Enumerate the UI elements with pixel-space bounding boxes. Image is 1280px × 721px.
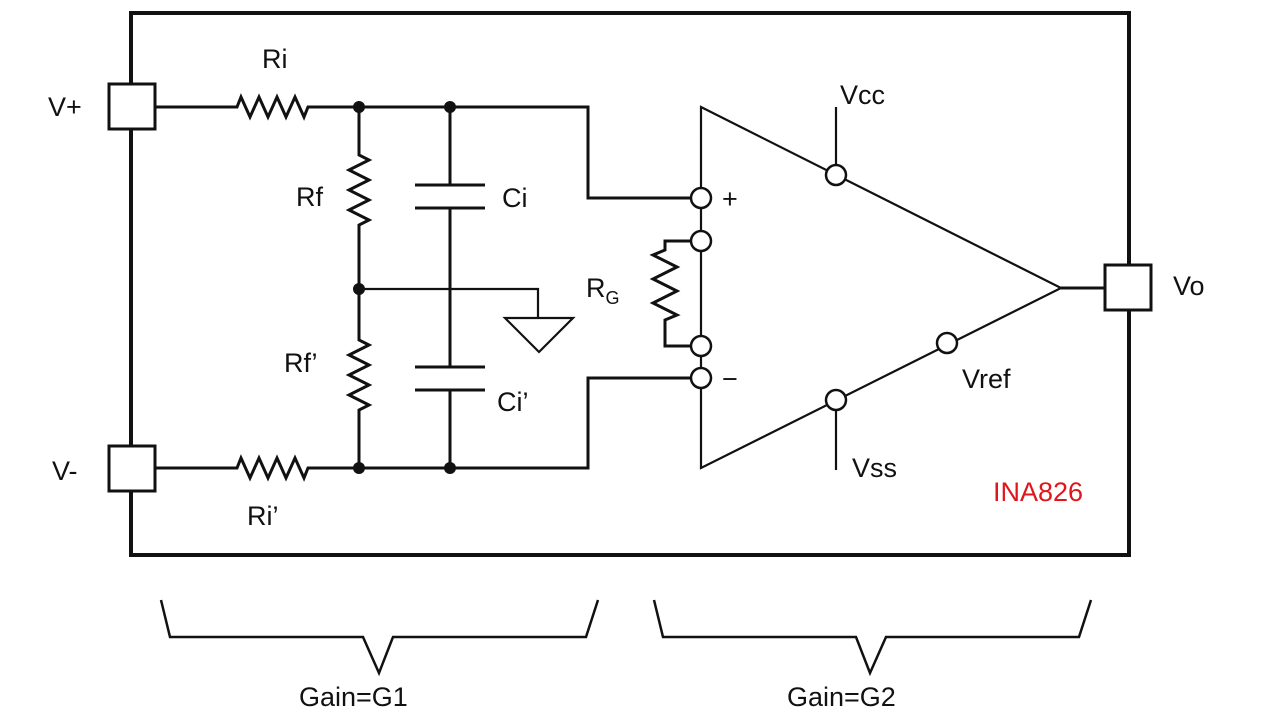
v-minus-label: V- (52, 456, 78, 486)
plus-sign: + (722, 184, 738, 214)
vref-label: Vref (962, 364, 1011, 394)
v-out-pin[interactable] (1103, 263, 1153, 312)
junction-node (444, 462, 456, 474)
junction-node (353, 462, 365, 474)
stage-brace-g2 (652, 599, 1093, 677)
rf-label: Rf (296, 182, 323, 212)
ci-branch (415, 107, 485, 468)
v-minus-pin[interactable] (107, 444, 157, 493)
rg-pin-bottom[interactable] (689, 334, 713, 358)
vref-pin[interactable] (935, 331, 959, 355)
junction-node (444, 101, 456, 113)
ci-label: Ci (502, 183, 528, 213)
rg-label: RG (586, 273, 620, 308)
vcc-label: Vcc (840, 80, 885, 110)
vss-label: Vss (852, 453, 897, 483)
amplifier-triangle (699, 105, 1064, 470)
minus-input-pin[interactable] (689, 366, 713, 390)
ground-icon (502, 316, 576, 354)
junction-node (353, 101, 365, 113)
chip-boundary (129, 11, 1131, 557)
ri-prime-label: Ri’ (247, 501, 279, 531)
ri-label: Ri (262, 44, 288, 74)
ci-prime-label: Ci’ (497, 387, 529, 417)
resistor-rg (649, 239, 701, 348)
vss-pin[interactable] (824, 388, 848, 412)
rg-pin-top[interactable] (689, 229, 713, 253)
minus-sign: − (722, 364, 738, 394)
v-plus-pin[interactable] (107, 82, 157, 131)
ground-wire (359, 287, 540, 318)
rf-prime-label: Rf’ (284, 348, 318, 378)
vcc-pin[interactable] (824, 163, 848, 187)
junction-node (353, 283, 365, 295)
stage-brace-g1 (159, 599, 600, 677)
stage-g1-label: Gain=G1 (299, 682, 408, 712)
bottom-input-wire (155, 376, 690, 482)
top-input-wire (155, 93, 690, 200)
chip-label: INA826 (993, 477, 1083, 507)
v-out-label: Vo (1173, 271, 1205, 301)
stage-g2-label: Gain=G2 (787, 682, 896, 712)
v-plus-label: V+ (48, 92, 82, 122)
plus-input-pin[interactable] (689, 186, 713, 210)
